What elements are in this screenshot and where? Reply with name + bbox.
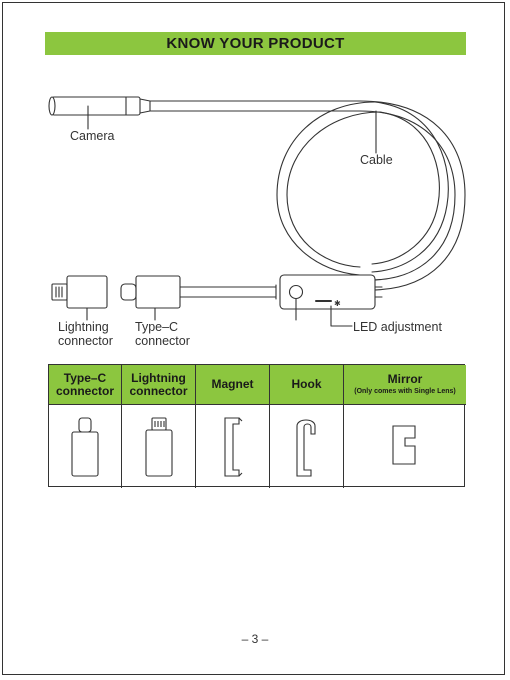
- header-mirror: Mirror (Only comes with Single Lens): [344, 365, 466, 405]
- control-box-icon: [276, 275, 382, 309]
- cell-type-c: [49, 405, 122, 488]
- lightning-adapter-icon: [139, 412, 179, 482]
- product-diagram: ✱: [0, 0, 510, 360]
- header-hook: Hook: [270, 365, 344, 405]
- cell-magnet: [196, 405, 270, 488]
- hook-icon: [287, 412, 327, 482]
- label-led-adjustment: LED adjustment: [353, 320, 442, 334]
- mirror-icon: [385, 412, 425, 482]
- cable-icon: [150, 101, 465, 290]
- label-cable: Cable: [360, 153, 393, 167]
- type-c-plug-icon: [121, 276, 180, 308]
- cell-lightning: [122, 405, 196, 488]
- label-type-c-connector: Type–C connector: [135, 320, 205, 348]
- parts-table: Type–C connector Lightning connector Mag…: [48, 364, 465, 487]
- lightning-connector-icon: [52, 276, 107, 308]
- mirror-note: (Only comes with Single Lens): [354, 387, 456, 396]
- header-magnet: Magnet: [196, 365, 270, 405]
- cell-mirror: [344, 405, 466, 488]
- magnet-icon: [213, 412, 253, 482]
- label-camera: Camera: [70, 129, 114, 143]
- header-type-c: Type–C connector: [49, 365, 122, 405]
- type-c-adapter-icon: [65, 412, 105, 482]
- cell-hook: [270, 405, 344, 488]
- camera-icon: [49, 97, 150, 115]
- label-lightning-connector: Lightning connector: [58, 320, 128, 348]
- page-number: – 3 –: [0, 632, 510, 646]
- header-lightning: Lightning connector: [122, 365, 196, 405]
- svg-text:✱: ✱: [334, 299, 341, 308]
